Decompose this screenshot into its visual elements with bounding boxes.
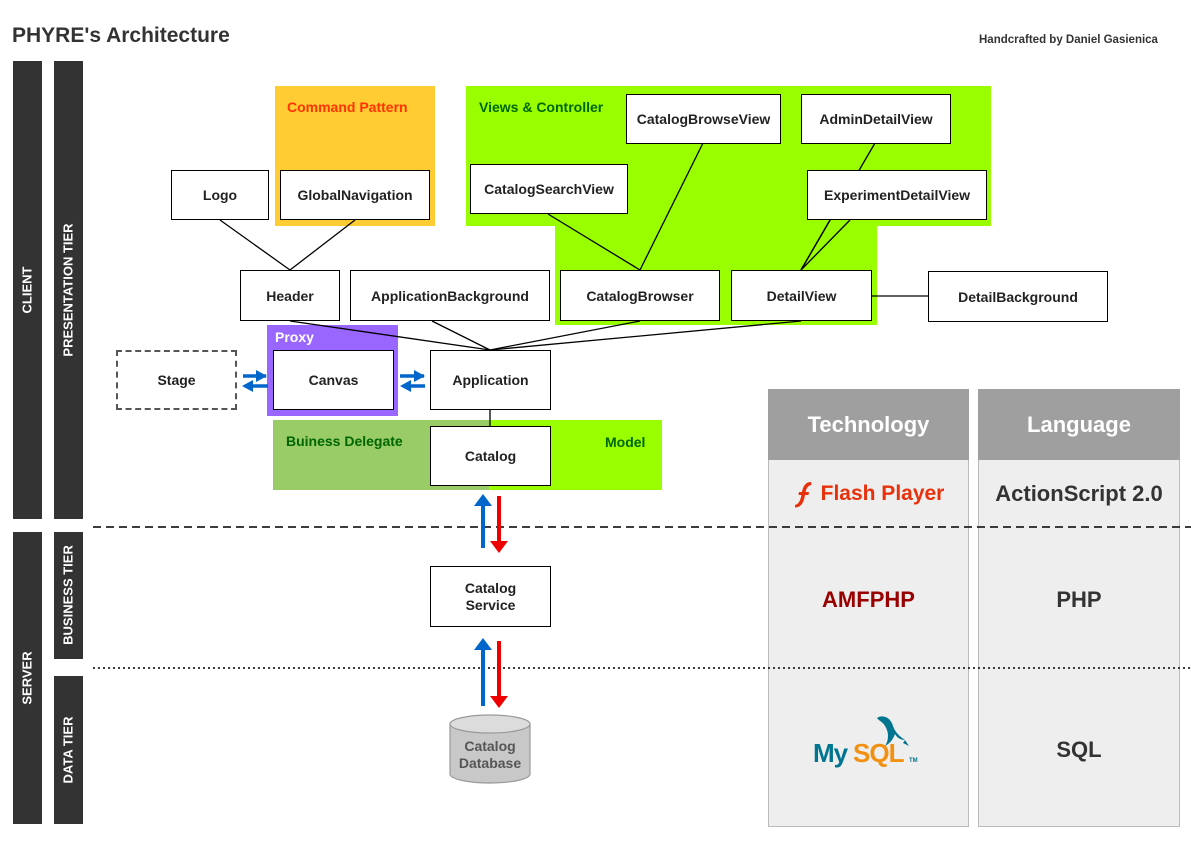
line-detail-application xyxy=(489,320,802,351)
line-experiment-detail2 xyxy=(800,219,851,271)
swap-arrows-icon xyxy=(400,370,425,392)
line-logo-header xyxy=(219,219,291,271)
line-experiment-detail1 xyxy=(800,219,831,271)
catalog-service-line2: Service xyxy=(465,596,516,613)
data-tier-bar: DATA TIER xyxy=(54,676,83,824)
svg-text:SQL: SQL xyxy=(853,738,905,768)
swap-arrows-icon xyxy=(242,370,268,392)
catalog-database-label: Catalog Database xyxy=(450,738,530,772)
catalog-browse-view-box: CatalogBrowseView xyxy=(626,94,781,144)
application-box: Application xyxy=(430,350,551,410)
global-navigation-box: GlobalNavigation xyxy=(280,170,430,220)
detail-view-box: DetailView xyxy=(731,270,872,321)
line-appbg-application xyxy=(431,320,491,351)
lang-php: PHP xyxy=(1056,587,1102,612)
command-pattern-label: Command Pattern xyxy=(287,99,408,115)
catalog-box: Catalog xyxy=(430,426,551,486)
tech-amfphp: AMFPHP xyxy=(822,587,915,612)
arrows-service-database xyxy=(474,638,508,708)
svg-text:My: My xyxy=(813,738,849,768)
language-column xyxy=(978,389,1180,827)
arrows-catalog-service xyxy=(474,494,508,553)
line-header-application xyxy=(289,320,491,351)
tech-mysql: My SQL TM xyxy=(768,705,969,775)
server-bar: SERVER xyxy=(13,532,42,824)
logo-box: Logo xyxy=(171,170,269,220)
detail-background-box: DetailBackground xyxy=(928,271,1108,322)
technology-column xyxy=(768,389,969,827)
application-background-box: ApplicationBackground xyxy=(350,270,550,321)
line-search-browser xyxy=(547,213,641,271)
presentation-tier-bar: PRESENTATION TIER xyxy=(54,61,83,519)
client-bar: CLIENT xyxy=(13,61,42,519)
line-globalnav-header xyxy=(289,219,356,271)
tech-flash-player-label: Flash Player xyxy=(820,482,945,505)
admin-detail-view-box: AdminDetailView xyxy=(801,94,951,144)
mysql-dolphin-icon: My SQL TM xyxy=(813,716,918,768)
experiment-detail-view-box: ExperimentDetailView xyxy=(807,170,987,220)
technology-header: Technology xyxy=(768,389,969,460)
lang-sql: SQL xyxy=(1056,737,1102,762)
proxy-label: Proxy xyxy=(275,329,314,345)
catalog-service-line1: Catalog xyxy=(464,579,517,596)
header-box: Header xyxy=(240,270,340,321)
line-browse-browser xyxy=(639,142,704,271)
stage-box: Stage xyxy=(116,350,237,410)
catalog-database-line1: Catalog xyxy=(464,738,516,754)
canvas-box: Canvas xyxy=(273,350,394,410)
catalog-browser-box: CatalogBrowser xyxy=(560,270,720,321)
catalog-service-box: Catalog Service xyxy=(430,566,551,627)
page-title: PHYRE's Architecture xyxy=(12,24,230,47)
catalog-database-line2: Database xyxy=(458,755,522,771)
line-browser-application xyxy=(489,320,641,351)
business-delegate-label: Buiness Delegate xyxy=(286,433,403,449)
model-label: Model xyxy=(605,434,646,450)
database-cylinder-icon xyxy=(449,714,531,784)
credit-text: Handcrafted by Daniel Gasienica xyxy=(979,34,1158,46)
tech-flash-player: Flash Player xyxy=(768,468,969,520)
lang-actionscript: ActionScript 2.0 xyxy=(995,481,1163,506)
svg-text:TM: TM xyxy=(909,758,918,764)
language-header: Language xyxy=(978,389,1180,460)
catalog-search-view-box: CatalogSearchView xyxy=(470,164,628,214)
views-controller-label: Views & Controller xyxy=(479,99,604,115)
flash-logo-icon xyxy=(794,482,812,508)
business-tier-bar: BUSINESS TIER xyxy=(54,532,83,659)
